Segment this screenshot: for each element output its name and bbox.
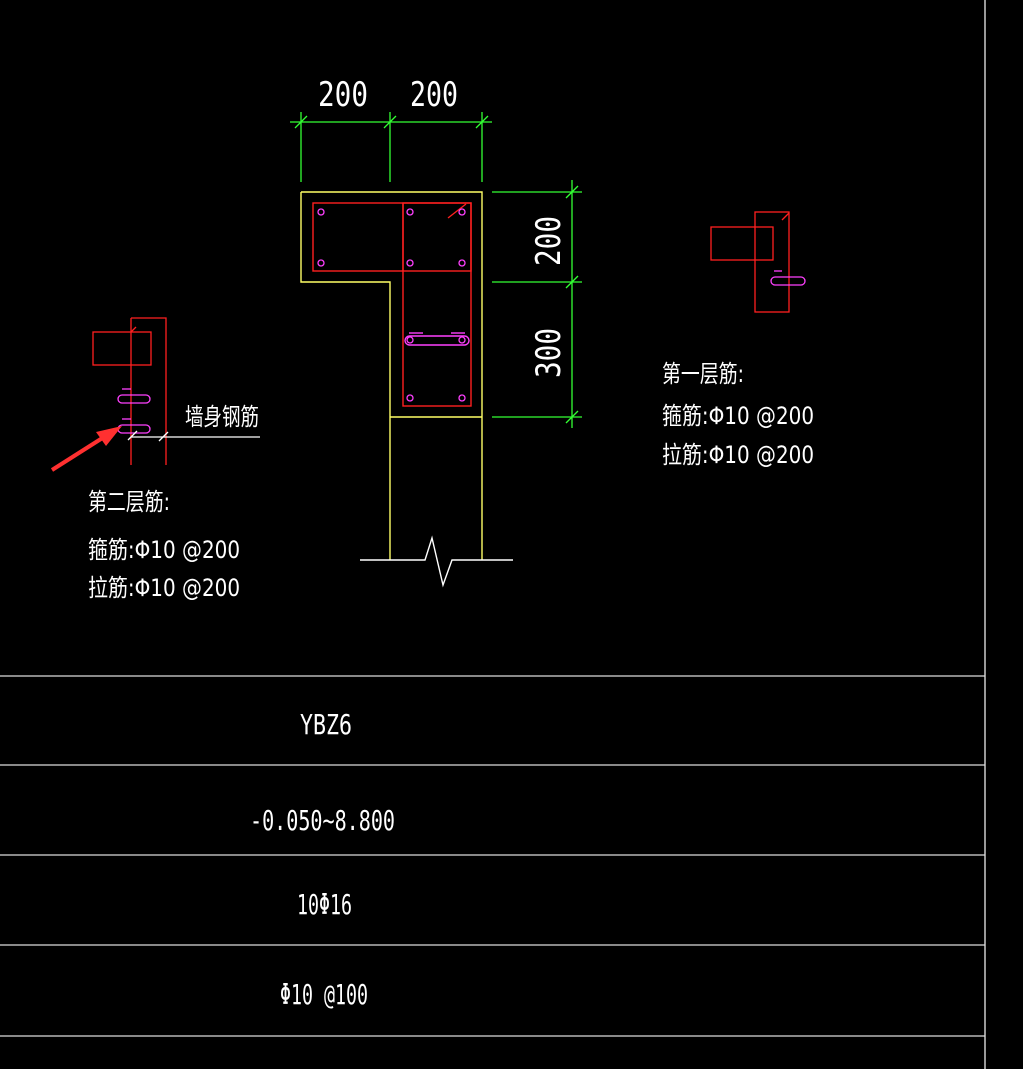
- wall-rebar-label: 墙身钢筋: [185, 403, 259, 431]
- layer-two-title: 第二层筋:: [88, 488, 170, 516]
- column-outline: [300, 191, 483, 560]
- table-row-elevation: -0.050~8.800: [250, 804, 395, 837]
- break-line: [360, 535, 513, 588]
- layer-one-tie: 拉筋:Φ10 @200: [662, 441, 814, 469]
- layer-two-stirrup: 箍筋:Φ10 @200: [88, 536, 240, 564]
- stirrups: [312, 202, 472, 407]
- table-row-longitudinal: 10Φ16: [297, 888, 352, 921]
- tie-bars: [404, 332, 470, 346]
- layer-one-title: 第一层筋:: [662, 360, 744, 388]
- left-detail-sketch: [92, 317, 260, 465]
- dimension-side-lower: 300: [529, 328, 569, 378]
- layer-two-tie: 拉筋:Φ10 @200: [88, 574, 240, 602]
- dimension-top-left: 200: [318, 75, 368, 115]
- right-detail-sketch: [710, 211, 806, 313]
- dimension-top-right: 200: [410, 75, 458, 115]
- red-arrow-icon: [50, 426, 122, 472]
- table-lines: [0, 675, 985, 1037]
- dimension-side-upper: 200: [529, 216, 569, 266]
- longitudinal-rebars: [317, 208, 466, 402]
- dimension-lines: [290, 112, 582, 428]
- table-row-stirrup: Φ10 @100: [280, 978, 368, 1011]
- layer-one-stirrup: 箍筋:Φ10 @200: [662, 402, 814, 430]
- table-row-name: YBZ6: [300, 708, 352, 741]
